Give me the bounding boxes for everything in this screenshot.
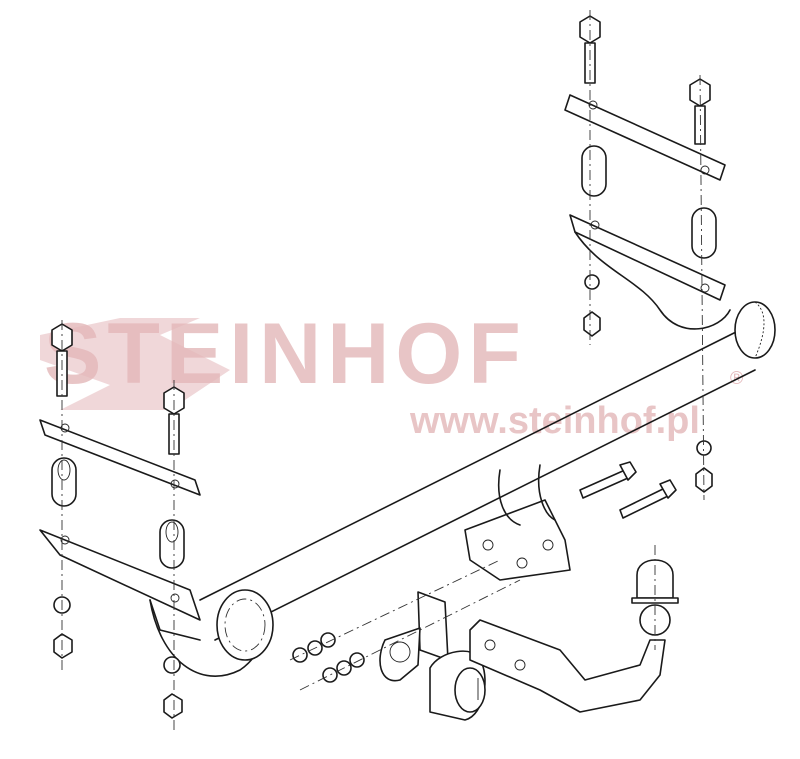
long-bolts (579, 461, 677, 519)
left-nuts (53, 596, 183, 719)
main-crossbar (149, 301, 776, 677)
ball-neck (469, 604, 671, 713)
left-mounting-plate (39, 419, 201, 496)
right-nuts (583, 274, 713, 493)
watermark-swoosh (40, 318, 230, 410)
right-bracket (569, 214, 731, 330)
electrical-socket (429, 650, 486, 721)
socket-nuts-washers (292, 632, 365, 683)
left-spacer-sleeves (51, 457, 185, 569)
watermark-registered-mark: ® (730, 368, 744, 388)
socket-plate (379, 591, 449, 682)
right-spacer-sleeves (581, 145, 717, 259)
assembly-axes (61, 10, 705, 730)
ball-mount-receiver (464, 464, 571, 581)
left-bracket (39, 529, 201, 641)
right-mounting-plate (564, 94, 726, 181)
